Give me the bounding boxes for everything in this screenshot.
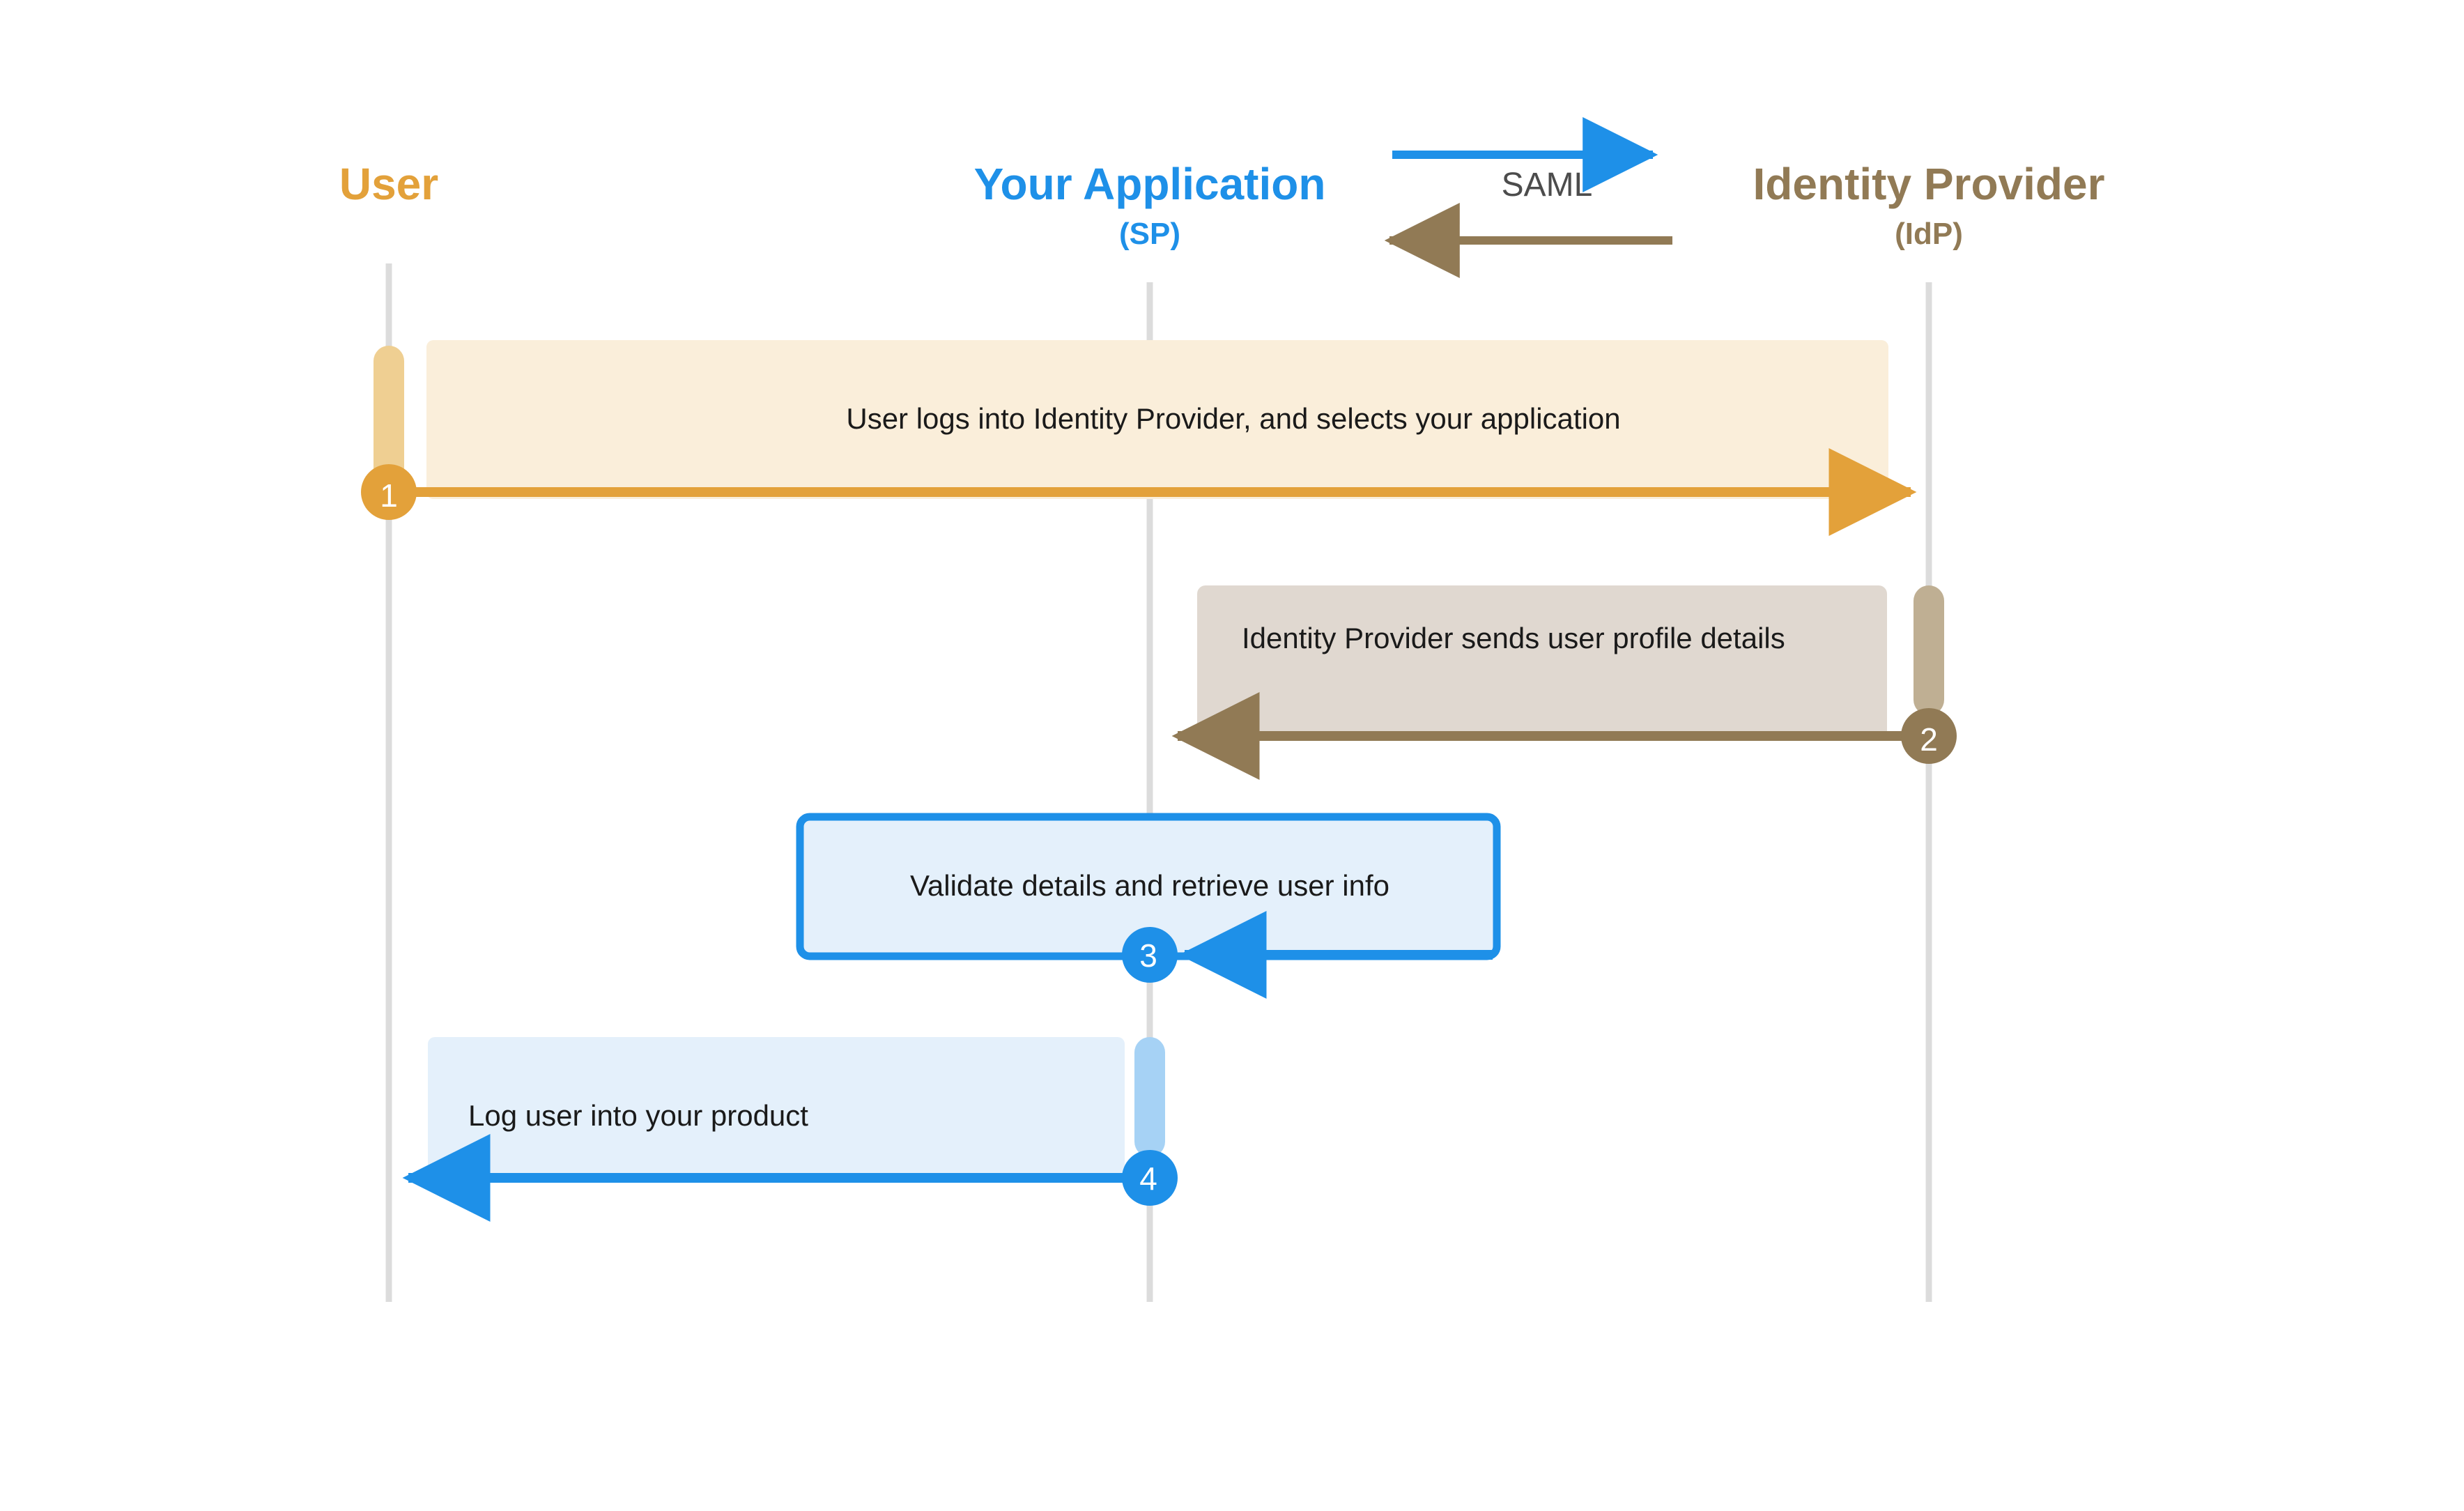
step-1-activation-bar <box>374 346 404 488</box>
step-4-message-text: Log user into your product <box>468 1099 808 1132</box>
step-1-number: 1 <box>380 477 398 514</box>
step-2-number: 2 <box>1920 721 1938 758</box>
participant-subtitle-sp: (SP) <box>1119 217 1180 251</box>
step-4-number: 4 <box>1139 1160 1157 1197</box>
participant-name-identity-provider: Identity Provider <box>1753 159 2105 209</box>
saml-protocol-arrows <box>1384 117 1672 278</box>
step-2-activation-bar <box>1914 585 1944 715</box>
step-2-marker <box>1901 708 1957 764</box>
step-3-number: 3 <box>1139 937 1157 974</box>
participant-subtitle-idp: (IdP) <box>1895 217 1963 251</box>
step-2-group <box>1171 585 1957 780</box>
participant-header-user: User <box>0 162 778 206</box>
step-4-group <box>402 1037 1178 1222</box>
step-2-message-box <box>1197 585 1887 740</box>
step-3-group <box>796 813 1501 999</box>
step-1-message-text: User logs into Identity Provider, and se… <box>846 402 1621 435</box>
step-1-message-box <box>426 340 1888 499</box>
step-4-activation-bar <box>1134 1037 1165 1157</box>
participant-name-your-application: Your Application <box>973 159 1326 209</box>
step-1-marker <box>361 464 417 520</box>
step-3-marker <box>1122 927 1178 983</box>
participant-name-user: User <box>339 159 439 209</box>
step-4-marker <box>1122 1150 1178 1206</box>
participant-header-identity-provider: Identity Provider (IdP) <box>1540 162 2318 250</box>
step-4-message-box <box>428 1037 1125 1175</box>
step-3-message-text: Validate details and retrieve user info <box>910 869 1389 902</box>
saml-protocol-label: SAML <box>1501 167 1593 204</box>
step-1-group <box>361 340 1917 536</box>
step-2-message-text: Identity Provider sends user profile det… <box>1242 622 1785 654</box>
participant-header-your-application: Your Application (SP) <box>761 162 1539 250</box>
